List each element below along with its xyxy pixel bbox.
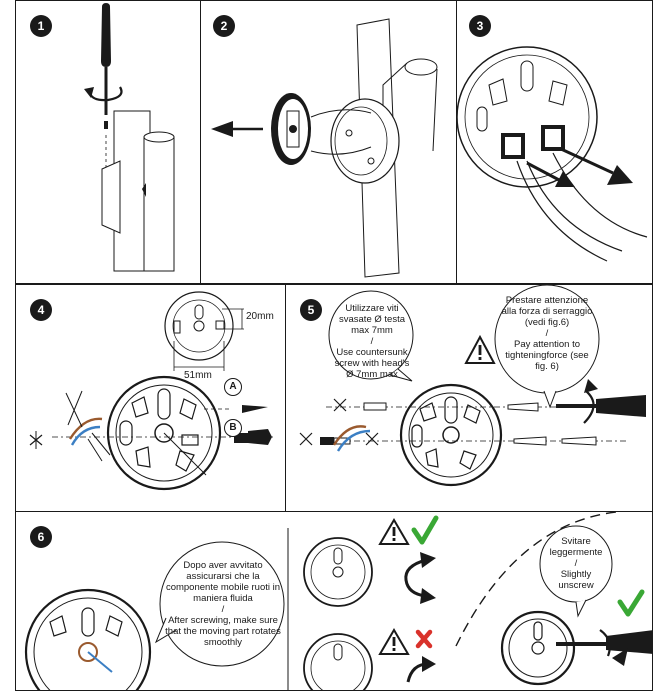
screwdriver-icon xyxy=(101,3,111,115)
step-4-panel: 4 51mm 20mm A B xyxy=(15,284,286,512)
rotate-smoothly-note-sep: / xyxy=(221,604,225,615)
torque-note-it: Prestare attenzione alla forza di serrag… xyxy=(501,295,593,328)
rotate-smoothly-note-en: After screwing, make sure that the movin… xyxy=(165,615,281,648)
cross-icon xyxy=(415,629,433,649)
step-number-badge: 1 xyxy=(30,15,52,37)
callout-a: A xyxy=(224,378,242,396)
countersunk-note-it: Utilizzare viti svasate Ø testa max 7mm xyxy=(338,303,405,336)
step-number-badge: 4 xyxy=(30,299,52,321)
step-4-illustration xyxy=(29,291,276,491)
unscrew-note-it: Svitare leggermente xyxy=(549,536,603,558)
callout-b: B xyxy=(224,419,242,437)
step-1-illustration xyxy=(84,3,175,272)
warning-icon xyxy=(378,518,410,545)
torque-note-sep: / xyxy=(545,328,549,339)
torque-note: Prestare attenzione alla forza di serrag… xyxy=(498,295,596,372)
rotate-arrow-icon xyxy=(84,86,123,102)
step-5-panel: 5 Utilizzare viti svasate Ø testa max 7m… xyxy=(285,284,653,512)
step-number-badge: 3 xyxy=(469,15,491,37)
step-number-badge: 6 xyxy=(30,526,52,548)
countersunk-note-en: Use countersunk screw with head's Ø 7mm … xyxy=(334,347,410,380)
step-6-panel: 6 Dopo aver avvitato assicurarsi che la … xyxy=(15,511,653,691)
unscrew-note-sep: / xyxy=(574,558,578,569)
unscrew-note-en: Slightly unscrew xyxy=(558,569,594,591)
torque-note-en: Pay attention to tighteningforce (see fi… xyxy=(505,339,589,372)
step-1-panel: 1 xyxy=(15,0,201,284)
step-2-illustration xyxy=(211,18,438,278)
rotate-arrow-icon xyxy=(404,552,436,604)
rotate-arrow-icon xyxy=(599,629,628,666)
width-dimension-label: 51mm xyxy=(184,370,212,381)
rotate-arrow-icon xyxy=(583,379,598,424)
screwdriver-icon xyxy=(556,395,646,417)
countersunk-note: Utilizzare viti svasate Ø testa max 7mm … xyxy=(332,303,412,380)
check-icon xyxy=(617,589,645,617)
check-icon xyxy=(411,515,439,545)
step-6-illustration xyxy=(24,512,652,690)
step-5-illustration xyxy=(299,285,646,487)
countersunk-note-sep: / xyxy=(370,336,374,347)
step-number-badge: 5 xyxy=(300,299,322,321)
step-3-illustration xyxy=(457,46,648,262)
screwdriver-icon xyxy=(556,630,652,654)
no-wire-icon xyxy=(29,431,43,449)
warning-icon xyxy=(378,628,410,655)
rotate-smoothly-note-it: Dopo aver avvitato assicurarsi che la co… xyxy=(165,560,281,604)
no-wire-icon xyxy=(299,398,379,446)
unscrew-note: Svitare leggermente / Slightly unscrew xyxy=(546,536,606,591)
rotate-arrow-icon xyxy=(406,656,436,683)
step-3-panel: 3 xyxy=(456,0,653,284)
step-number-badge: 2 xyxy=(213,15,235,37)
height-dimension-label: 20mm xyxy=(246,311,274,322)
step-2-panel: 2 xyxy=(200,0,457,284)
rotate-smoothly-note: Dopo aver avvitato assicurarsi che la co… xyxy=(164,560,282,648)
warning-icon xyxy=(464,334,496,364)
